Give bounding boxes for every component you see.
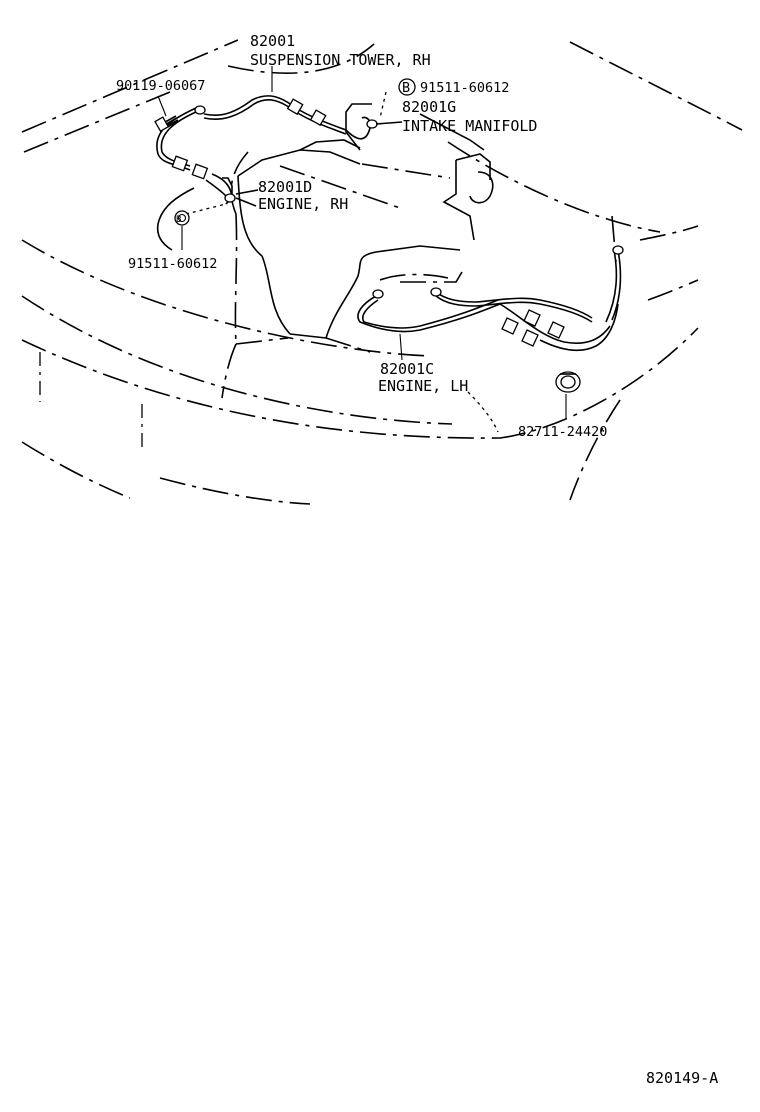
ground-strap-engine-rh xyxy=(156,177,259,251)
part-number-82711: 82711-24420 xyxy=(518,424,607,440)
part-number-82001: 82001 xyxy=(250,32,295,50)
callout-82001c[interactable]: 82001C ENGINE, LH xyxy=(378,360,468,395)
location-intake-manifold: INTAKE MANIFOLD xyxy=(402,117,537,135)
part-number-82001g: 82001G xyxy=(402,98,456,116)
marker-b-icon xyxy=(398,78,416,96)
callout-82001[interactable]: 82001 SUSPENSION TOWER, RH xyxy=(250,32,431,69)
callout-91511-left[interactable]: B 91511-60612 xyxy=(128,215,217,272)
body-outline xyxy=(21,39,743,505)
callout-82711[interactable]: 82711-24420 xyxy=(518,424,607,440)
callout-90119[interactable]: 90119-06067 xyxy=(116,78,205,94)
marker-b-top: B xyxy=(402,80,410,96)
part-number-82001c: 82001C xyxy=(380,360,434,378)
callout-82001d[interactable]: 82001D ENGINE, RH xyxy=(258,178,348,213)
marker-b-left: B xyxy=(176,215,181,225)
part-number-91511-left: 91511-60612 xyxy=(128,256,217,272)
callout-91511-top[interactable]: B 91511-60612 xyxy=(398,78,509,96)
location-engine-lh: ENGINE, LH xyxy=(378,377,468,395)
bolt-icon xyxy=(154,105,206,133)
engine-outline xyxy=(221,103,494,399)
part-number-91511-top: 91511-60612 xyxy=(420,80,509,96)
location-suspension-tower: SUSPENSION TOWER, RH xyxy=(250,51,431,69)
callout-82001g[interactable]: 82001G INTAKE MANIFOLD xyxy=(402,98,537,135)
leader-lines xyxy=(157,66,567,433)
figure-id: 820149-A xyxy=(646,1069,718,1087)
ground-strap-engine-lh xyxy=(357,245,624,352)
ground-strap-intake-manifold xyxy=(345,116,403,140)
clamp-icon xyxy=(555,371,581,393)
location-engine-rh: ENGINE, RH xyxy=(258,195,348,213)
ground-strap-suspension-tower xyxy=(156,95,347,197)
part-number-90119: 90119-06067 xyxy=(116,78,205,94)
nut-icon xyxy=(174,210,190,226)
part-number-82001d: 82001D xyxy=(258,178,312,196)
